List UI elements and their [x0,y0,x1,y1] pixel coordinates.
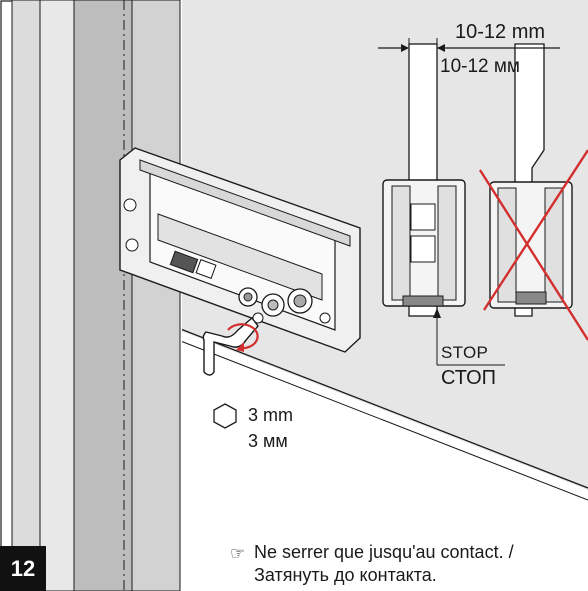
panel-edge-line-2 [177,339,588,501]
wrong-cross-mark [478,149,588,341]
note-line-1: Ne serrer que jusqu'au contact. / [254,542,514,562]
mounting-bracket [119,147,361,353]
gap-label-en: 10-12 mm [455,21,546,43]
pointing-hand-icon: ☞ [230,544,246,563]
step-number-badge: 12 [0,546,46,591]
profile-strip-mid [39,0,75,591]
floor-area [178,330,588,591]
stop-label-ru: СТОП [441,367,497,389]
hex-size-en: 3 mm [248,405,293,425]
glass-clamp-incorrect [489,43,573,317]
note-line-2: Затянуть до контакта. [254,565,437,585]
hexagon-icon [213,403,237,429]
gap-dimension-arrows [378,38,560,60]
stop-leader [433,308,505,366]
stop-label-en: STOP [441,343,489,362]
profile-strip-right [131,0,181,591]
hex-size-ru: 3 мм [248,431,288,451]
glass-clamp-correct [382,43,466,317]
gap-label-ru: 10-12 мм [440,56,520,77]
profile-strip-dark [73,0,133,591]
panel-edge-line [177,327,588,489]
hex-key-tool [202,316,259,376]
profile-strip-left [11,0,41,591]
